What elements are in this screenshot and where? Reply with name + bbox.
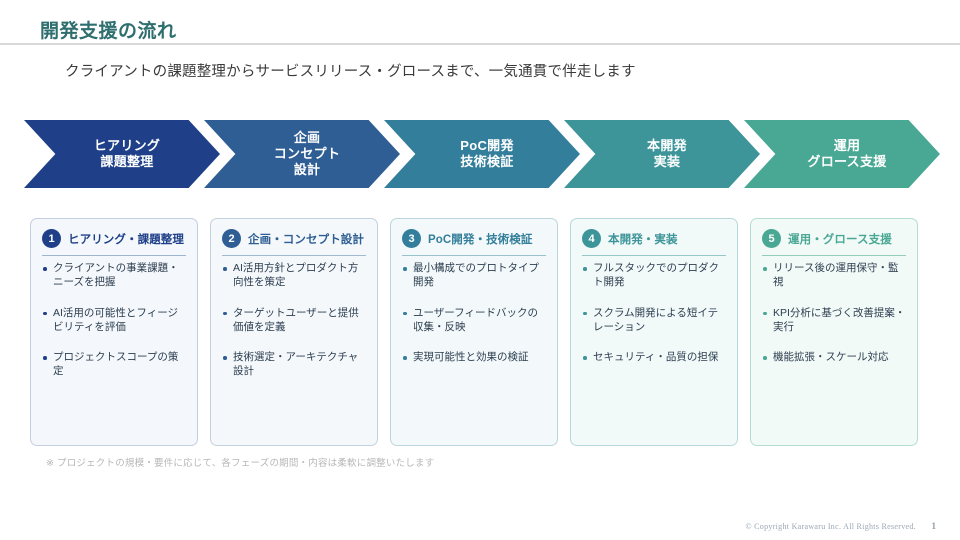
- phase-chevron-3[interactable]: PoC開発技術検証: [384, 120, 580, 188]
- phase-card-header: 4 本開発・実装: [582, 229, 726, 248]
- phase-card-3[interactable]: 3 PoC開発・技術検証最小構成でのプロトタイプ開発ユーザーフィードバックの収集・…: [390, 218, 558, 446]
- list-item: 実現可能性と効果の検証: [402, 351, 546, 365]
- title-divider: [0, 43, 960, 45]
- phase-chevron-label: PoC開発技術検証: [460, 137, 514, 169]
- phase-chevron-label: 企画コンセプト設計: [273, 129, 341, 178]
- phase-bullet-list: クライアントの事業課題・ニーズを把握 AI活用の可能性とフィージビリティを評価プロ…: [42, 262, 186, 379]
- phase-card-divider: [402, 255, 546, 256]
- phase-number-badge: 5: [762, 229, 781, 248]
- phase-number-badge: 4: [582, 229, 601, 248]
- phase-card-divider: [762, 255, 906, 256]
- phase-card-divider: [222, 255, 366, 256]
- phase-card-1[interactable]: 1 ヒアリング・課題整理クライアントの事業課題・ニーズを把握 AI活用の可能性とフィ…: [30, 218, 198, 446]
- footnote: ※ プロジェクトの規模・要件に応じて、各フェーズの期間・内容は柔軟に調整いたしま…: [46, 458, 435, 469]
- phase-chevron-label: 運用グロース支援: [807, 137, 887, 169]
- phase-bullet-list: 最小構成でのプロトタイプ開発ユーザーフィードバックの収集・反映実現可能性と効果の…: [402, 262, 546, 365]
- phase-number-badge: 1: [42, 229, 61, 248]
- phase-card-title: 運用・グロース支援: [788, 233, 892, 246]
- list-item: ユーザーフィードバックの収集・反映: [402, 307, 546, 335]
- phase-card-title: 本開発・実装: [608, 233, 678, 246]
- phase-chevron-label: 本開発実装: [647, 137, 687, 169]
- list-item: プロジェクトスコープの策定: [42, 351, 186, 379]
- list-item: フルスタックでのプロダクト開発: [582, 262, 726, 290]
- phase-card-5[interactable]: 5 運用・グロース支援リリース後の運用保守・監視 KPI分析に基づく改善提案・実行機…: [750, 218, 918, 446]
- list-item: スクラム開発による短イテレーション: [582, 307, 726, 335]
- list-item: リリース後の運用保守・監視: [762, 262, 906, 290]
- phase-card-4[interactable]: 4 本開発・実装フルスタックでのプロダクト開発スクラム開発による短イテレーションセ…: [570, 218, 738, 446]
- phase-card-title: PoC開発・技術検証: [428, 233, 533, 246]
- phase-bullet-list: AI活用方針とプロダクト方向性を策定ターゲットユーザーと提供価値を定義技術選定・…: [222, 262, 366, 379]
- phase-card-row: 1 ヒアリング・課題整理クライアントの事業課題・ニーズを把握 AI活用の可能性とフィ…: [30, 218, 930, 446]
- phase-chevron-row: ヒアリング課題整理 企画コンセプト設計 PoC開発技術検証 本開発実装 運用グロース支援: [24, 120, 940, 188]
- phase-card-header: 5 運用・グロース支援: [762, 229, 906, 248]
- list-item: 最小構成でのプロトタイプ開発: [402, 262, 546, 290]
- phase-card-divider: [42, 255, 186, 256]
- list-item: セキュリティ・品質の担保: [582, 351, 726, 365]
- page-subtitle: クライアントの課題整理からサービスリリース・グロースまで、一気通貫で伴走します: [65, 64, 636, 80]
- phase-chevron-5[interactable]: 運用グロース支援: [744, 120, 940, 188]
- list-item: ターゲットユーザーと提供価値を定義: [222, 307, 366, 335]
- phase-card-title: ヒアリング・課題整理: [68, 233, 184, 246]
- phase-card-divider: [582, 255, 726, 256]
- page-number: 1: [931, 521, 937, 531]
- phase-chevron-4[interactable]: 本開発実装: [564, 120, 760, 188]
- phase-card-title: 企画・コンセプト設計: [248, 233, 364, 246]
- phase-bullet-list: リリース後の運用保守・監視 KPI分析に基づく改善提案・実行機能拡張・スケール対応: [762, 262, 906, 365]
- copyright-text: © Copyright Karawaru Inc. All Rights Res…: [745, 522, 916, 531]
- list-item: クライアントの事業課題・ニーズを把握: [42, 262, 186, 290]
- phase-card-header: 2 企画・コンセプト設計: [222, 229, 366, 248]
- list-item: 機能拡張・スケール対応: [762, 351, 906, 365]
- list-item: KPI分析に基づく改善提案・実行: [762, 307, 906, 335]
- list-item: AI活用方針とプロダクト方向性を策定: [222, 262, 366, 290]
- phase-number-badge: 2: [222, 229, 241, 248]
- phase-card-2[interactable]: 2 企画・コンセプト設計 AI活用方針とプロダクト方向性を策定ターゲットユーザーと提…: [210, 218, 378, 446]
- phase-chevron-label: ヒアリング課題整理: [93, 137, 161, 169]
- phase-bullet-list: フルスタックでのプロダクト開発スクラム開発による短イテレーションセキュリティ・品…: [582, 262, 726, 365]
- list-item: AI活用の可能性とフィージビリティを評価: [42, 307, 186, 335]
- phase-chevron-2[interactable]: 企画コンセプト設計: [204, 120, 400, 188]
- page-title: 開発支援の流れ: [40, 21, 177, 42]
- phase-card-header: 1 ヒアリング・課題整理: [42, 229, 186, 248]
- list-item: 技術選定・アーキテクチャ設計: [222, 351, 366, 379]
- phase-card-header: 3 PoC開発・技術検証: [402, 229, 546, 248]
- phase-chevron-1[interactable]: ヒアリング課題整理: [24, 120, 220, 188]
- phase-number-badge: 3: [402, 229, 421, 248]
